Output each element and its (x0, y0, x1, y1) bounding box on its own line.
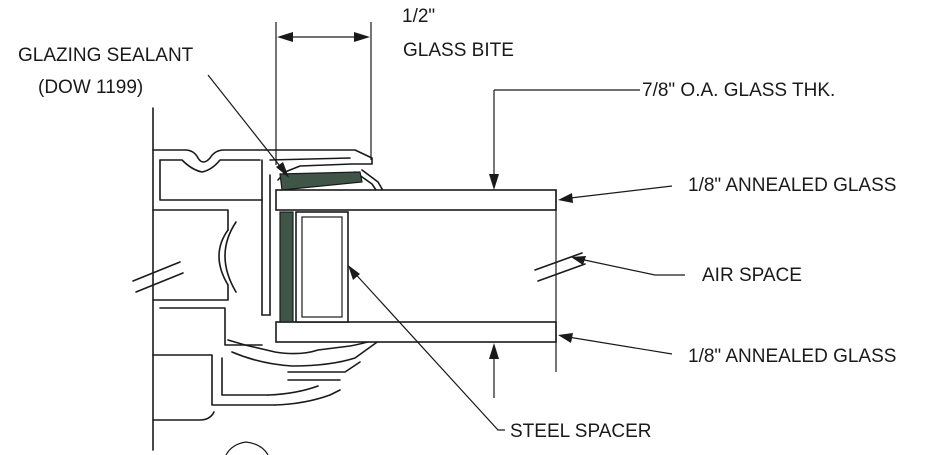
bottom-glass-leader (558, 333, 673, 355)
air-space-leader (571, 256, 685, 276)
break-mark-left (132, 261, 184, 293)
detail-callout-circle (225, 441, 269, 455)
top-glass-label: 1/8" ANNEALED GLASS (688, 175, 896, 196)
overall-thickness-label: 7/8" O.A. GLASS THK. (642, 80, 835, 101)
sealant-label-line2: (DOW 1199) (38, 77, 143, 98)
break-mark-right (534, 252, 586, 282)
glass-bite-dimension (275, 22, 372, 165)
glass-bite-value-label: 1/2" (402, 6, 435, 27)
sealant-label-line1: GLAZING SEALANT (18, 45, 194, 66)
steel-spacer-shape (295, 211, 349, 323)
frame-extrusion (152, 149, 383, 421)
top-glass-leader (558, 185, 673, 203)
steel-spacer-label: STEEL SPACER (510, 421, 652, 442)
sealant-leader (207, 74, 289, 178)
steel-spacer-leader (348, 265, 505, 431)
glazing-sealant (279, 171, 363, 323)
bottom-glass-label: 1/8" ANNEALED GLASS (688, 346, 896, 367)
top-glass-lite (275, 189, 557, 211)
overall-thickness-dimension (489, 89, 640, 398)
bottom-glass-lite (275, 321, 557, 343)
air-space-label: AIR SPACE (702, 265, 802, 286)
glass-bite-label: GLASS BITE (403, 40, 514, 61)
